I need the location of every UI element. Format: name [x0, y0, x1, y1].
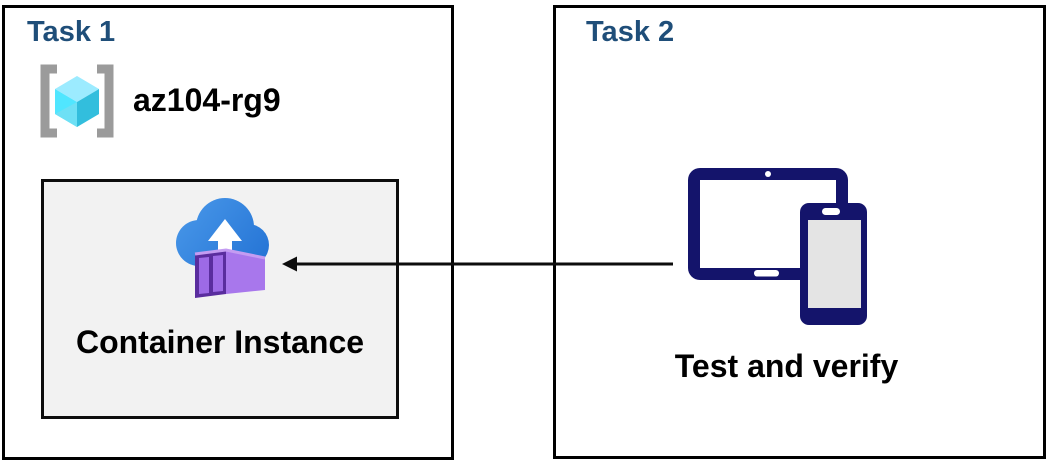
bracket-right — [97, 64, 114, 138]
bracket-left — [40, 64, 57, 138]
cube-glyph — [55, 76, 99, 127]
resource-group-icon — [40, 64, 114, 138]
devices-icon — [688, 168, 867, 325]
task2-box: Task 2 Test and verify — [553, 5, 1046, 459]
test-verify-label: Test and verify — [674, 348, 899, 384]
upload-arrow — [208, 219, 242, 261]
phone-glyph — [800, 203, 867, 325]
resource-group-name: az104-rg9 — [133, 82, 281, 118]
task1-title: Task 1 — [27, 16, 116, 48]
task1-box: Task 1 az104-rg9 — [2, 5, 454, 460]
arrow-connector — [282, 256, 673, 272]
arrowhead-left — [282, 256, 297, 272]
container-instance-box: Container Instance — [41, 179, 399, 419]
container-shape — [194, 248, 266, 298]
container-instance-icon — [176, 198, 269, 298]
task2-title: Task 2 — [586, 16, 675, 48]
container-instance-label: Container Instance — [75, 324, 365, 360]
